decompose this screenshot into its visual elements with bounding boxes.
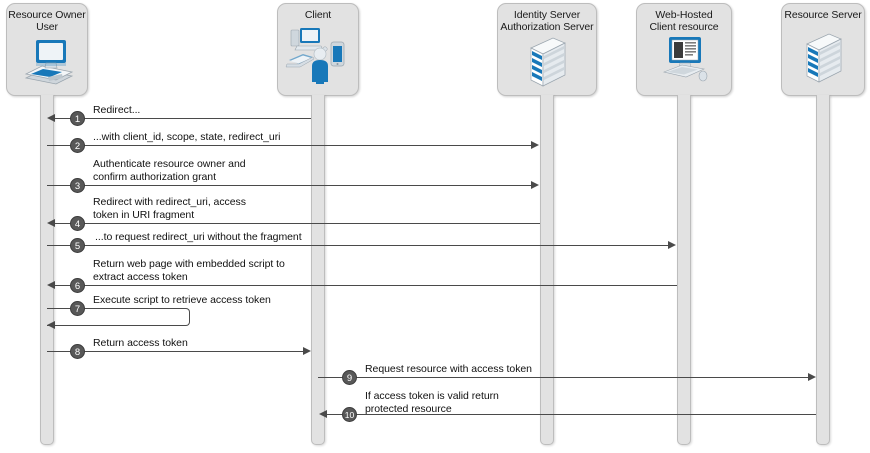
desktop-computer-icon bbox=[7, 34, 87, 86]
lifeline-bar-resource-owner bbox=[40, 95, 54, 445]
message-number-4: 4 bbox=[70, 216, 85, 231]
lifeline-label-resource-owner: Resource Owner User bbox=[8, 9, 86, 33]
message-arrow-2 bbox=[531, 141, 539, 149]
devices-user-icon bbox=[278, 24, 358, 84]
lifeline-bar-resource-server bbox=[816, 95, 830, 445]
lifeline-head-resource-server[interactable]: Resource Server bbox=[781, 3, 865, 96]
lifeline-head-client[interactable]: Client bbox=[277, 3, 359, 96]
message-arrow-9 bbox=[808, 373, 816, 381]
message-arrow-4 bbox=[47, 219, 55, 227]
message-line-5 bbox=[47, 245, 668, 246]
message-number-1: 1 bbox=[70, 111, 85, 126]
message-label-10: If access token is valid return protecte… bbox=[365, 390, 499, 415]
message-label-2: ...with client_id, scope, state, redirec… bbox=[93, 131, 281, 143]
lifeline-label-identity-server: Identity Server Authorization Server bbox=[500, 9, 594, 33]
lifeline-label-web-hosted: Web-Hosted Client resource bbox=[649, 9, 719, 33]
message-label-9: Request resource with access token bbox=[365, 363, 532, 375]
message-number-9: 9 bbox=[342, 370, 357, 385]
message-label-4: Redirect with redirect_uri, access token… bbox=[93, 196, 246, 221]
message-label-5: ...to request redirect_uri without the f… bbox=[95, 231, 302, 243]
message-line-6 bbox=[54, 285, 677, 286]
lifeline-head-resource-owner[interactable]: Resource Owner User bbox=[6, 3, 88, 96]
message-arrow-5 bbox=[668, 241, 676, 249]
message-label-7: Execute script to retrieve access token bbox=[93, 294, 271, 306]
message-line-1 bbox=[54, 118, 311, 119]
message-selfloop-7 bbox=[47, 308, 190, 326]
message-arrow-7 bbox=[47, 321, 55, 329]
message-number-6: 6 bbox=[70, 278, 85, 293]
message-line-9 bbox=[318, 377, 808, 378]
message-number-10: 10 bbox=[342, 407, 357, 422]
message-label-6: Return web page with embedded script to … bbox=[93, 258, 285, 283]
message-line-2 bbox=[47, 145, 531, 146]
lifeline-bar-client bbox=[311, 95, 325, 445]
message-label-3: Authenticate resource owner and confirm … bbox=[93, 158, 246, 183]
message-number-8: 8 bbox=[70, 344, 85, 359]
server-icon bbox=[498, 34, 596, 90]
lifeline-label-client: Client bbox=[304, 9, 332, 21]
lifeline-label-resource-server: Resource Server bbox=[784, 9, 862, 21]
lifeline-bar-identity-server bbox=[540, 95, 554, 445]
lifeline-head-identity-server[interactable]: Identity Server Authorization Server bbox=[497, 3, 597, 96]
lifeline-head-web-hosted[interactable]: Web-Hosted Client resource bbox=[636, 3, 732, 96]
message-arrow-10 bbox=[319, 410, 327, 418]
message-label-8: Return access token bbox=[93, 337, 188, 349]
message-line-8 bbox=[47, 351, 303, 352]
message-arrow-8 bbox=[303, 347, 311, 355]
server-icon bbox=[782, 30, 864, 86]
message-number-3: 3 bbox=[70, 178, 85, 193]
message-line-10 bbox=[326, 414, 816, 415]
lifeline-bar-web-hosted bbox=[677, 95, 691, 445]
message-label-1: Redirect... bbox=[93, 104, 141, 116]
message-number-7: 7 bbox=[70, 301, 85, 316]
message-number-2: 2 bbox=[70, 138, 85, 153]
message-arrow-3 bbox=[531, 181, 539, 189]
message-arrow-6 bbox=[47, 281, 55, 289]
message-line-3 bbox=[47, 185, 531, 186]
message-arrow-1 bbox=[47, 114, 55, 122]
web-page-monitor-icon bbox=[637, 34, 731, 86]
message-number-5: 5 bbox=[70, 238, 85, 253]
message-line-4 bbox=[54, 223, 540, 224]
